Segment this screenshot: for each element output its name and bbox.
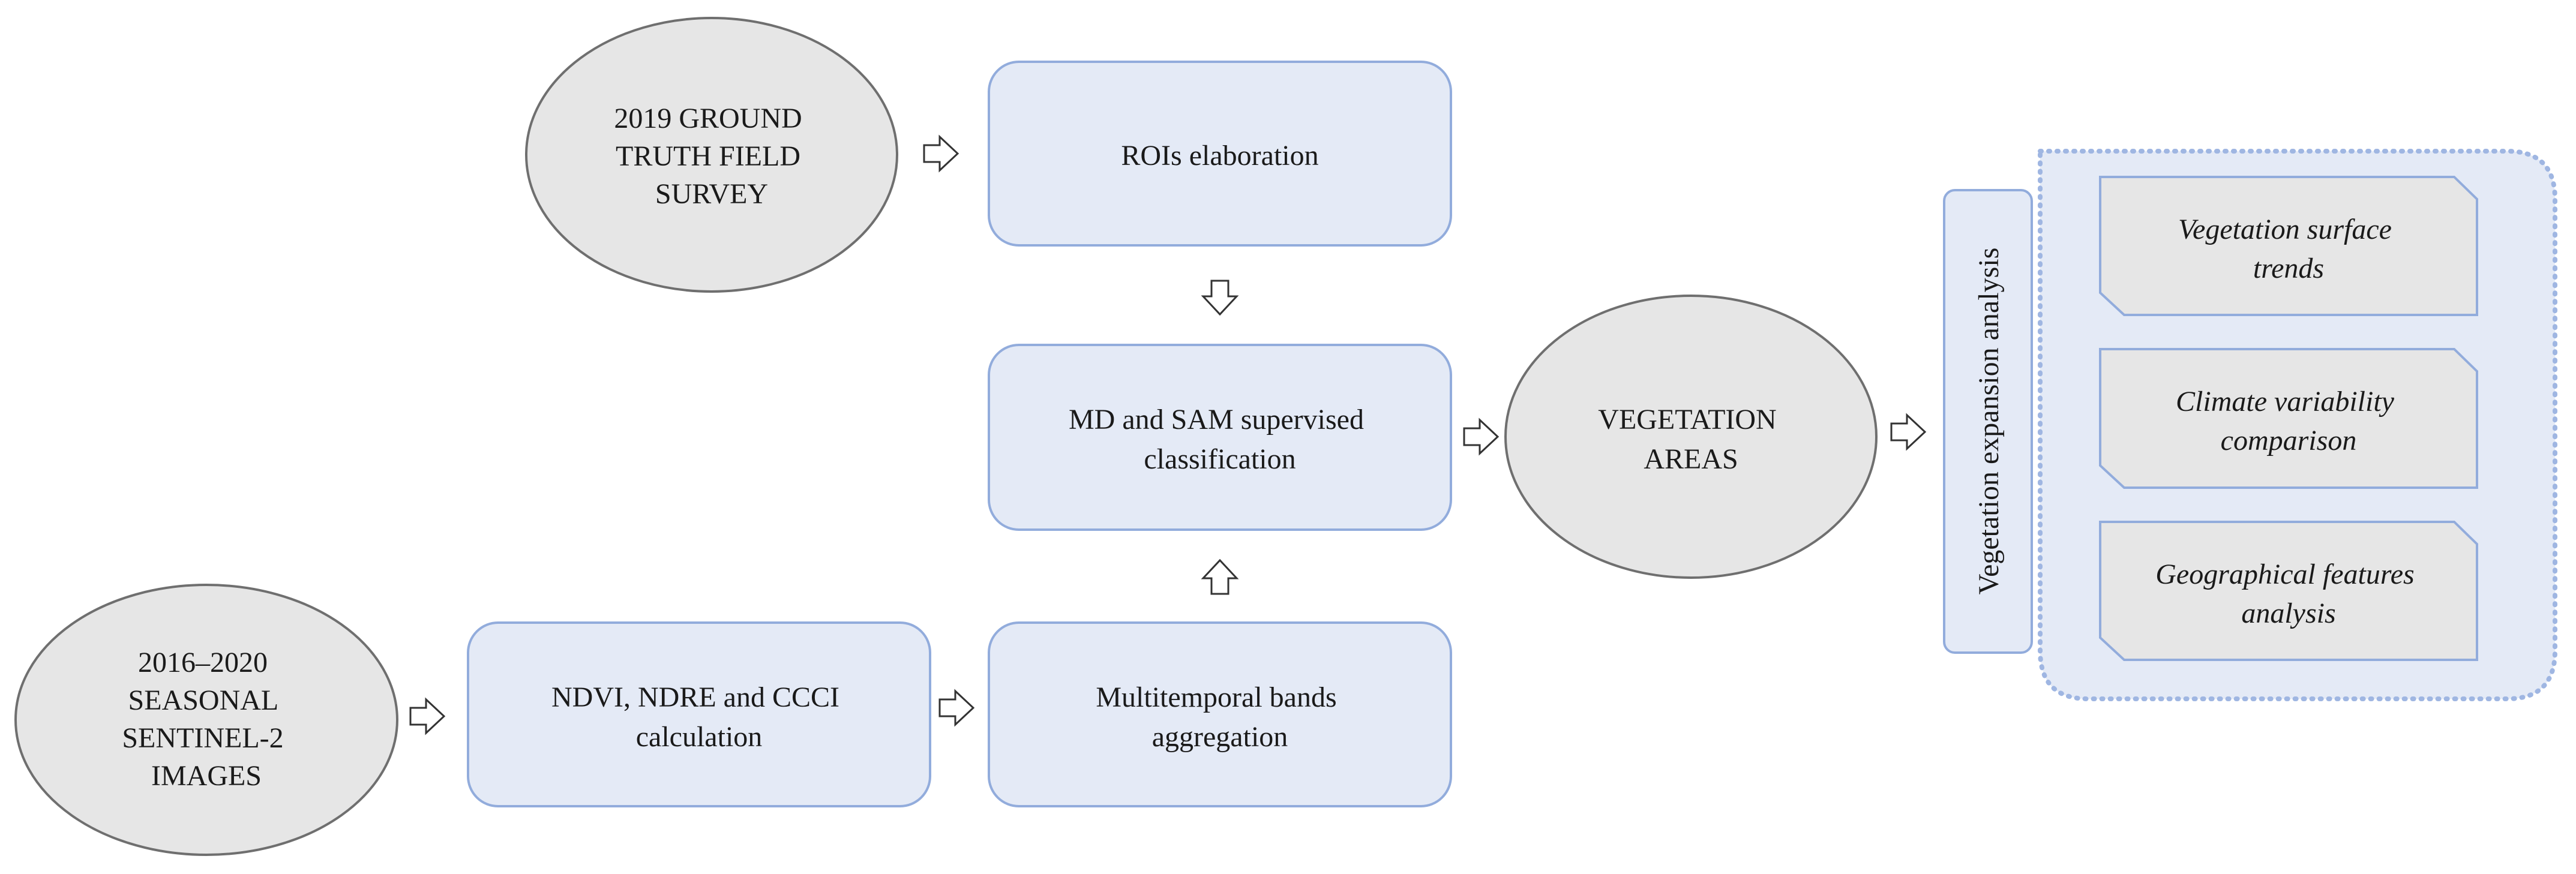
geo-features-line-2: analysis [2241, 597, 2335, 629]
aggregation-line-2: aggregation [1152, 721, 1288, 753]
ground-truth-line-2: TRUTH FIELD [616, 140, 800, 172]
svg-text:Multitemporal bands aggr: Multitemporal bands aggregation [1096, 681, 1344, 753]
svg-text:Vegetation surface trend: Vegetation surface trends [2178, 214, 2399, 284]
geo-features-line-1: Geographical features [2155, 558, 2414, 590]
arrow-right-icon [938, 689, 975, 727]
classification-node: MD and SAM supervised classification [988, 344, 1452, 531]
svg-text:NDVI, NDRE and CCCI calc: NDVI, NDRE and CCCI calculation [551, 681, 847, 753]
rois-node: ROIs elaboration [988, 61, 1452, 247]
arrow-right-icon [1463, 418, 1500, 456]
expansion-analysis-label: Vegetation expansion analysis [1973, 248, 2005, 595]
arrow-up-icon [1201, 558, 1239, 595]
classification-line-1: MD and SAM supervised [1069, 404, 1364, 436]
seasonal-line-1: 2016–2020 [138, 647, 268, 678]
ground-truth-line-3: SURVEY [655, 178, 768, 210]
arrow-down-icon [1201, 280, 1239, 316]
indices-line-1: NDVI, NDRE and CCCI [551, 681, 839, 713]
aggregation-node: Multitemporal bands aggregation [988, 621, 1452, 807]
classification-line-2: classification [1144, 443, 1296, 475]
svg-text:Vegetation expansion analysis: Vegetation expansion analysis [1973, 248, 2005, 595]
svg-text:Geographical features an: Geographical features analysis [2155, 558, 2421, 629]
arrow-right-icon [923, 134, 959, 173]
svg-text:Climate variability comp: Climate variability comparison [2176, 386, 2401, 456]
indices-line-2: calculation [636, 721, 763, 753]
vegetation-areas-line-2: AREAS [1644, 443, 1738, 475]
surface-trends-line-1: Vegetation surface [2178, 214, 2392, 245]
climate-line-1: Climate variability [2176, 386, 2395, 418]
expansion-analysis-node: Vegetation expansion analysis [1943, 189, 2033, 654]
seasonal-images-node: 2016–2020 SEASONAL SENTINEL-2 IMAGES [14, 584, 398, 856]
climate-node: Climate variability comparison [2099, 348, 2478, 489]
seasonal-line-3: SENTINEL-2 [122, 722, 283, 754]
svg-text:ROIs elaboration: ROIs elaboration [1121, 140, 1318, 172]
indices-node: NDVI, NDRE and CCCI calculation [467, 621, 931, 807]
svg-text:2016–2020 SEASONAL: 2016–2020 SEASONAL SENTINEL-2 IMAGES [122, 647, 290, 792]
arrow-right-icon [1890, 413, 1927, 451]
surface-trends-line-2: trends [2253, 253, 2324, 284]
surface-trends-node: Vegetation surface trends [2099, 176, 2478, 316]
vegetation-areas-line-1: VEGETATION [1598, 404, 1776, 436]
vegetation-areas-node: VEGETATION AREAS [1504, 295, 1878, 579]
climate-line-2: comparison [2221, 425, 2357, 456]
svg-text:2019 GROUND TRUTH FIELD: 2019 GROUND TRUTH FIELD SURVEY [614, 103, 809, 210]
arrow-right-icon [409, 697, 446, 735]
svg-text:MD and SAM supervised cl: MD and SAM supervised classification [1069, 404, 1371, 475]
ground-truth-line-1: 2019 GROUND [614, 103, 802, 134]
aggregation-line-1: Multitemporal bands [1096, 681, 1336, 713]
svg-text:VEGETATION AREAS: VEGETATION AREAS [1598, 404, 1783, 475]
ground-truth-node: 2019 GROUND TRUTH FIELD SURVEY [525, 17, 898, 293]
seasonal-line-2: SEASONAL [128, 684, 278, 716]
seasonal-line-4: IMAGES [151, 760, 262, 792]
geo-features-node: Geographical features analysis [2099, 521, 2478, 661]
rois-line-1: ROIs elaboration [1121, 140, 1318, 172]
